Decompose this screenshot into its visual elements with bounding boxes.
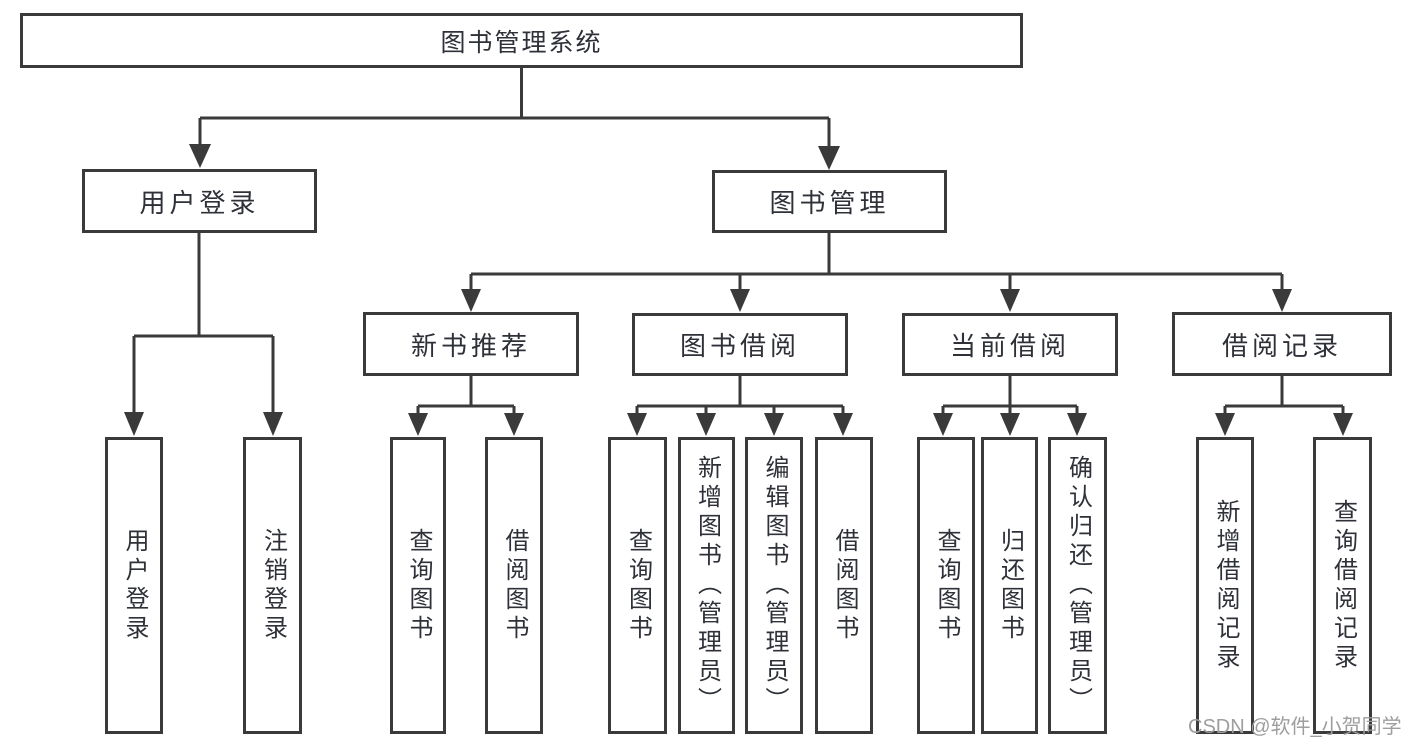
leaf-label: 确认归还（管理员）: [1064, 455, 1092, 716]
connector-path: [132, 68, 1345, 417]
leaf-query-books-borrow: 查询图书: [608, 437, 667, 734]
leaf-label: 注销登录: [259, 527, 287, 644]
node-new-book-recommend: 新书推荐: [363, 312, 579, 376]
arrow-down-icon: [818, 146, 840, 170]
arrow-down-icon: [1000, 413, 1020, 436]
leaf-label: 查询借阅记录: [1329, 498, 1357, 673]
node-book-borrow: 图书借阅: [632, 313, 848, 376]
node-user-login: 用户登录: [82, 169, 317, 233]
leaf-label: 归还图书: [996, 527, 1024, 644]
node-book-management: 图书管理: [712, 170, 947, 233]
leaf-return-books: 归还图书: [981, 437, 1038, 734]
leaf-edit-book-admin: 编辑图书（管理员）: [745, 437, 803, 734]
leaf-label: 借阅图书: [831, 527, 858, 644]
arrow-down-icon: [1215, 413, 1235, 436]
leaf-label: 借阅图书: [501, 527, 528, 644]
leaf-label: 用户登录: [121, 527, 148, 644]
node-borrow-records: 借阅记录: [1172, 312, 1392, 376]
leaf-borrow-books: 借阅图书: [815, 437, 873, 734]
arrow-down-icon: [764, 413, 784, 436]
arrow-down-icon: [124, 412, 144, 436]
leaf-confirm-return-admin: 确认归还（管理员）: [1048, 437, 1107, 734]
leaf-add-book-admin: 新增图书（管理员）: [678, 437, 735, 734]
arrow-down-icon: [627, 413, 647, 436]
leaf-query-books-recommend: 查询图书: [390, 437, 446, 734]
leaf-query-borrow-record: 查询借阅记录: [1313, 437, 1372, 734]
leaf-label: 编辑图书（管理员）: [761, 455, 788, 716]
arrow-down-icon: [696, 413, 716, 436]
arrow-down-icon: [408, 413, 428, 436]
leaf-query-books-current: 查询图书: [917, 437, 975, 734]
arrow-down-icon: [833, 413, 853, 436]
leaf-label: 新增借阅记录: [1212, 498, 1239, 673]
arrow-down-icon: [263, 412, 283, 436]
arrow-down-icon: [189, 144, 211, 168]
leaf-user-login: 用户登录: [105, 437, 163, 734]
arrow-down-icon: [1333, 413, 1353, 436]
leaf-label: 新增图书（管理员）: [693, 455, 721, 716]
arrow-down-icon: [1272, 289, 1292, 312]
watermark: CSDN @软件_小贺同学: [1188, 716, 1402, 738]
arrow-down-icon: [1067, 413, 1087, 436]
node-library-system: 图书管理系统: [20, 13, 1023, 68]
leaf-add-borrow-record: 新增借阅记录: [1196, 437, 1254, 734]
arrow-down-icon: [1000, 289, 1020, 312]
leaf-label: 查询图书: [933, 527, 960, 644]
leaf-borrow-books-recommend: 借阅图书: [485, 437, 543, 734]
leaf-label: 查询图书: [624, 527, 652, 644]
leaf-logout: 注销登录: [243, 437, 302, 734]
arrow-down-icon: [504, 413, 524, 436]
node-current-borrow: 当前借阅: [902, 313, 1118, 376]
arrow-down-icon: [933, 413, 953, 436]
arrow-down-icon: [730, 289, 750, 312]
arrow-down-icon: [461, 289, 481, 312]
leaf-label: 查询图书: [405, 527, 432, 644]
